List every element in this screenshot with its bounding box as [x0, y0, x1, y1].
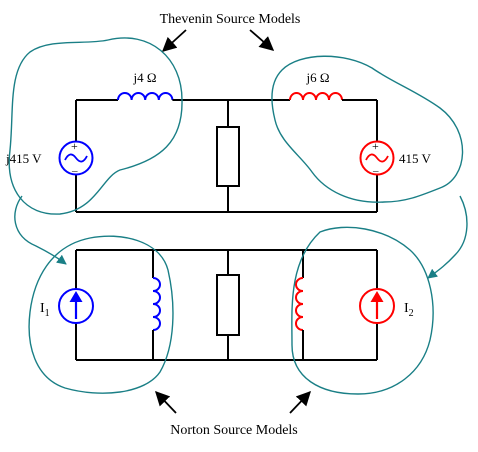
- arrow-thevenin-right: [249, 29, 275, 51]
- current-label-left-main: I: [40, 301, 45, 316]
- left-shunt-inductor-icon: [152, 277, 161, 331]
- arrow-norton-left: [155, 390, 177, 414]
- right-source-minus: –: [372, 165, 379, 177]
- thevenin-circuit: + – + –: [58, 92, 395, 213]
- annotation-loop-thevenin-left: [8, 37, 183, 215]
- annotation-loop-norton-right: [291, 226, 434, 395]
- current-label-right-sub: 2: [409, 308, 414, 319]
- right-source-plus: +: [372, 139, 379, 153]
- current-label-left-sub: 1: [45, 308, 50, 319]
- annotation-arrow-left: [14, 195, 67, 265]
- current-source-icon: [58, 288, 94, 324]
- annotation-arrow-right: [427, 195, 468, 279]
- left-source-plus: +: [71, 139, 78, 153]
- right-inductor-label: j6 Ω: [305, 70, 329, 85]
- left-inductor-label: j4 Ω: [132, 70, 156, 85]
- ac-voltage-source-icon: [359, 140, 395, 176]
- load-resistor-icon: [216, 274, 240, 336]
- annotation-loop-norton-left: [28, 235, 174, 394]
- current-label-right: I2: [404, 301, 414, 319]
- norton-circuit: [58, 249, 395, 361]
- norton-title: Norton Source Models: [170, 423, 298, 438]
- current-source-icon: [359, 288, 395, 324]
- left-voltage-label: j415 V: [5, 151, 42, 166]
- right-voltage-label: 415 V: [399, 151, 432, 166]
- arrow-thevenin-left: [161, 29, 187, 52]
- load-resistor-icon: [216, 126, 240, 187]
- arrow-norton-right: [289, 390, 311, 414]
- thevenin-title: Thevenin Source Models: [160, 12, 301, 27]
- left-inductor-icon: [117, 92, 174, 101]
- ac-voltage-source-icon: [58, 140, 94, 176]
- annotation-loop-thevenin-right: [271, 55, 464, 203]
- right-inductor-icon: [289, 92, 343, 101]
- current-label-right-main: I: [404, 301, 409, 316]
- left-source-minus: –: [71, 165, 78, 177]
- current-label-left: I1: [40, 301, 50, 319]
- right-shunt-inductor-icon: [295, 277, 304, 331]
